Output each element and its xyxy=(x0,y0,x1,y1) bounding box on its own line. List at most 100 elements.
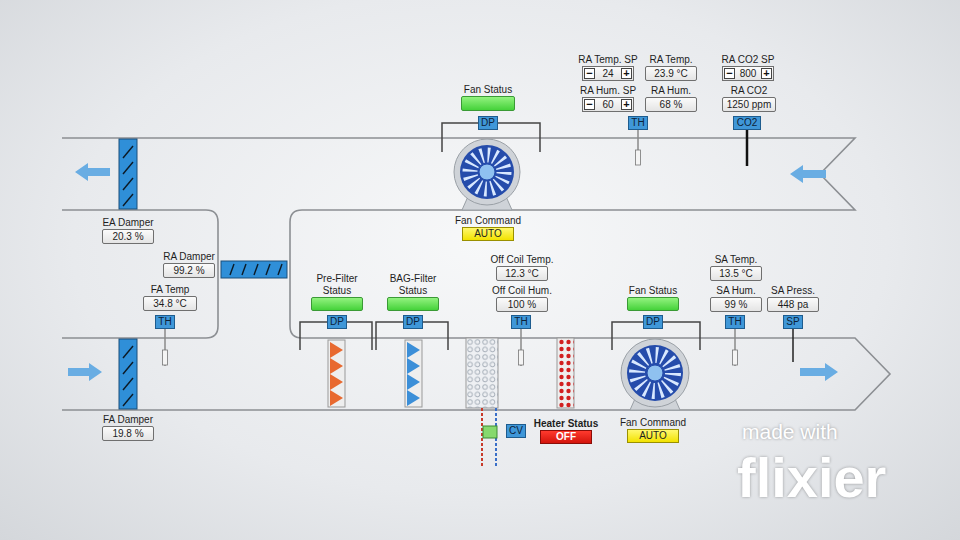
value-display: SA Press.448 pa xyxy=(767,297,819,312)
setpoint-value: 60 xyxy=(602,99,613,111)
heading-label: Fan Status xyxy=(629,285,677,297)
dp-bracket xyxy=(300,123,700,350)
sensor-tag: CO2 xyxy=(733,116,761,130)
value-text: OFF xyxy=(556,431,576,443)
setpoint-widget: RA Hum. SP−60+ xyxy=(582,97,634,112)
heading-label: SA Hum. xyxy=(716,285,755,297)
setpoint-value: 800 xyxy=(740,68,757,80)
cooling-coil xyxy=(466,338,498,408)
heading-label: Pre-Filter Status xyxy=(305,273,369,297)
airflow-arrow xyxy=(68,163,838,381)
value-display: RA Hum.68 % xyxy=(645,97,697,112)
tag-text: TH xyxy=(728,316,741,328)
tag-text: DP xyxy=(646,316,660,328)
setpoint-value: 24 xyxy=(602,68,613,80)
sensor-tag: DP xyxy=(403,315,424,329)
sensor-tag: CV xyxy=(506,424,527,438)
value-display: FA Temp34.8 °C xyxy=(143,296,197,311)
tag-text: CO2 xyxy=(737,117,758,129)
filter-symbol xyxy=(328,340,422,407)
heater-coil xyxy=(557,338,574,408)
heading-label: SA Press. xyxy=(771,285,815,297)
status-box: Heater StatusOFF xyxy=(540,430,592,444)
value-text: 19.8 % xyxy=(112,428,143,440)
value-display: RA CO21250 ppm xyxy=(722,97,776,112)
tag-text: SP xyxy=(786,316,799,328)
sensor-tag: TH xyxy=(155,315,175,329)
command-box: Fan CommandAUTO xyxy=(462,227,514,241)
increase-button: + xyxy=(621,99,632,110)
sensor-tag: DP xyxy=(478,116,499,130)
heading-label: BAG-Filter Status xyxy=(381,273,445,297)
status-lamp: BAG-Filter Status xyxy=(387,297,439,311)
tag-text: DP xyxy=(330,316,344,328)
heading-label: RA Damper xyxy=(163,251,215,263)
value-display: Off Coil Hum.100 % xyxy=(496,297,548,312)
heading-label: Fan Command xyxy=(455,215,521,227)
status-lamp: Fan Status xyxy=(461,96,515,111)
tag-text: CV xyxy=(509,425,523,437)
value-text: 99 % xyxy=(725,299,748,311)
heading-label: Fan Command xyxy=(620,417,686,429)
heading-label: RA CO2 xyxy=(731,85,768,97)
status-lamp: Fan Status xyxy=(627,297,679,311)
heading-label: Off Coil Hum. xyxy=(492,285,552,297)
heading-label: FA Damper xyxy=(103,414,153,426)
value-text: 20.3 % xyxy=(112,231,143,243)
value-text: 12.3 °C xyxy=(505,268,538,280)
value-text: 99.2 % xyxy=(173,265,204,277)
tag-text: TH xyxy=(631,117,644,129)
value-text: 1250 ppm xyxy=(727,99,771,111)
status-lamp: Pre-Filter Status xyxy=(311,297,363,311)
tag-text: DP xyxy=(406,316,420,328)
value-display: EA Damper20.3 % xyxy=(102,229,154,244)
sensor-probe xyxy=(163,130,794,366)
value-display: FA Damper19.8 % xyxy=(102,426,154,441)
duct-outline xyxy=(62,138,890,410)
value-display: RA Temp.23.9 °C xyxy=(645,66,697,81)
value-text: 68 % xyxy=(660,99,683,111)
value-text: 13.5 °C xyxy=(719,268,752,280)
value-display: Off Coil Temp.12.3 °C xyxy=(496,266,548,281)
tag-text: TH xyxy=(514,316,527,328)
heading-label: EA Damper xyxy=(102,217,153,229)
tag-text: DP xyxy=(481,117,495,129)
decrease-button: − xyxy=(584,68,595,79)
value-text: 23.9 °C xyxy=(654,68,687,80)
heading-label: RA Temp. SP xyxy=(578,54,637,66)
setpoint-widget: RA CO2 SP−800+ xyxy=(722,66,774,81)
value-text: 100 % xyxy=(508,299,536,311)
increase-button: + xyxy=(621,68,632,79)
increase-button: + xyxy=(761,68,772,79)
sensor-tag: SP xyxy=(783,315,803,329)
sensor-tag: TH xyxy=(628,116,648,130)
sensor-tag: DP xyxy=(643,315,664,329)
setpoint-widget: RA Temp. SP−24+ xyxy=(582,66,634,81)
tag-text: TH xyxy=(158,316,171,328)
heading-label: Off Coil Temp. xyxy=(491,254,554,266)
decrease-button: − xyxy=(724,68,735,79)
heading-label: Fan Status xyxy=(464,84,512,96)
value-display: RA Damper99.2 % xyxy=(163,263,215,278)
watermark-text: made with xyxy=(742,420,838,444)
value-text: 34.8 °C xyxy=(153,298,186,310)
chilled-water-pipe xyxy=(482,408,496,468)
value-text: 448 pa xyxy=(778,299,809,311)
heading-label: RA Hum. SP xyxy=(580,85,636,97)
watermark-text: flixier xyxy=(737,446,886,510)
value-display: SA Hum.99 % xyxy=(710,297,762,312)
value-display: SA Temp.13.5 °C xyxy=(710,266,762,281)
heading-label: RA CO2 SP xyxy=(722,54,775,66)
fan-housing xyxy=(454,139,689,410)
heading-label: SA Temp. xyxy=(715,254,758,266)
heading-label: RA Temp. xyxy=(649,54,692,66)
damper-symbol xyxy=(119,139,287,409)
sensor-tag: DP xyxy=(327,315,348,329)
decrease-button: − xyxy=(584,99,595,110)
heading-label: RA Hum. xyxy=(651,85,691,97)
command-box: Fan CommandAUTO xyxy=(627,429,679,443)
heading-label: Heater Status xyxy=(534,418,598,430)
value-text: AUTO xyxy=(474,228,502,240)
control-valve xyxy=(483,426,497,438)
